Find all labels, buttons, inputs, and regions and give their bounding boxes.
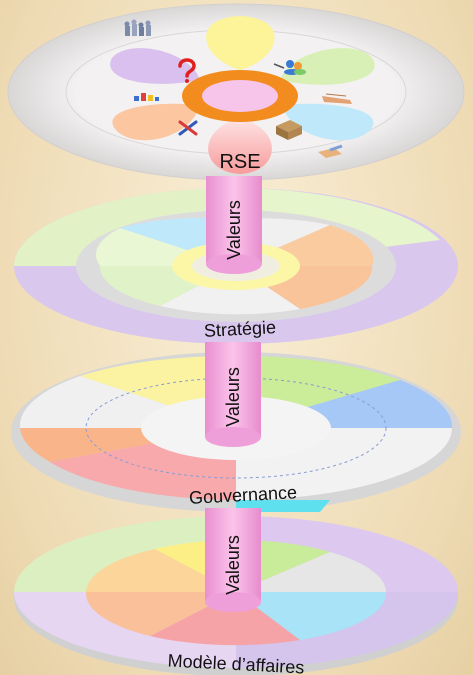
rse-petal-purple	[110, 48, 200, 84]
modele-inner-gray	[236, 552, 386, 592]
strategie-label: Stratégie	[203, 317, 276, 341]
pillar-3-body	[205, 508, 261, 602]
hands-icon	[322, 93, 352, 104]
pillar-2-base	[205, 427, 261, 447]
people-icon	[124, 19, 151, 36]
person-group-icon	[273, 60, 306, 75]
rse-label: RSE	[219, 151, 260, 173]
modele-inner-salmon	[85, 592, 236, 636]
pillar-1-base	[206, 254, 262, 274]
box-icon	[276, 120, 302, 140]
layer-modele-affaires: Modèle d’affaires	[14, 516, 458, 675]
question-mark-icon	[178, 58, 196, 83]
modele-inner-red	[150, 592, 300, 646]
rse-petal-pink	[208, 118, 272, 174]
tools-icon	[178, 120, 198, 136]
building-icon	[134, 93, 159, 101]
modele-inner-peach	[86, 549, 236, 592]
pillar-3: Valeurs	[205, 508, 261, 612]
pillar-2-body	[205, 342, 261, 437]
pillar-1-body	[206, 176, 262, 264]
rse-petal-peach	[112, 103, 200, 141]
pillar-3-label: Valeurs	[223, 535, 243, 595]
rse-petal-yellow	[206, 16, 275, 70]
handshake-icon	[318, 144, 343, 158]
strategie-inner-gray	[160, 266, 300, 315]
pillar-2-label: Valeurs	[223, 367, 243, 427]
pillar-1-label: Valeurs	[224, 200, 244, 260]
rse-pink-center	[202, 80, 278, 112]
pillar-3-base	[205, 592, 261, 612]
modele-inner-blue	[236, 592, 387, 640]
pillar-2: Valeurs	[205, 342, 261, 447]
rse-petal-green	[280, 48, 375, 85]
rse-petal-blue	[282, 103, 374, 141]
pillar-1: Valeurs	[206, 176, 262, 274]
layer-rse: RSE	[7, 3, 465, 181]
